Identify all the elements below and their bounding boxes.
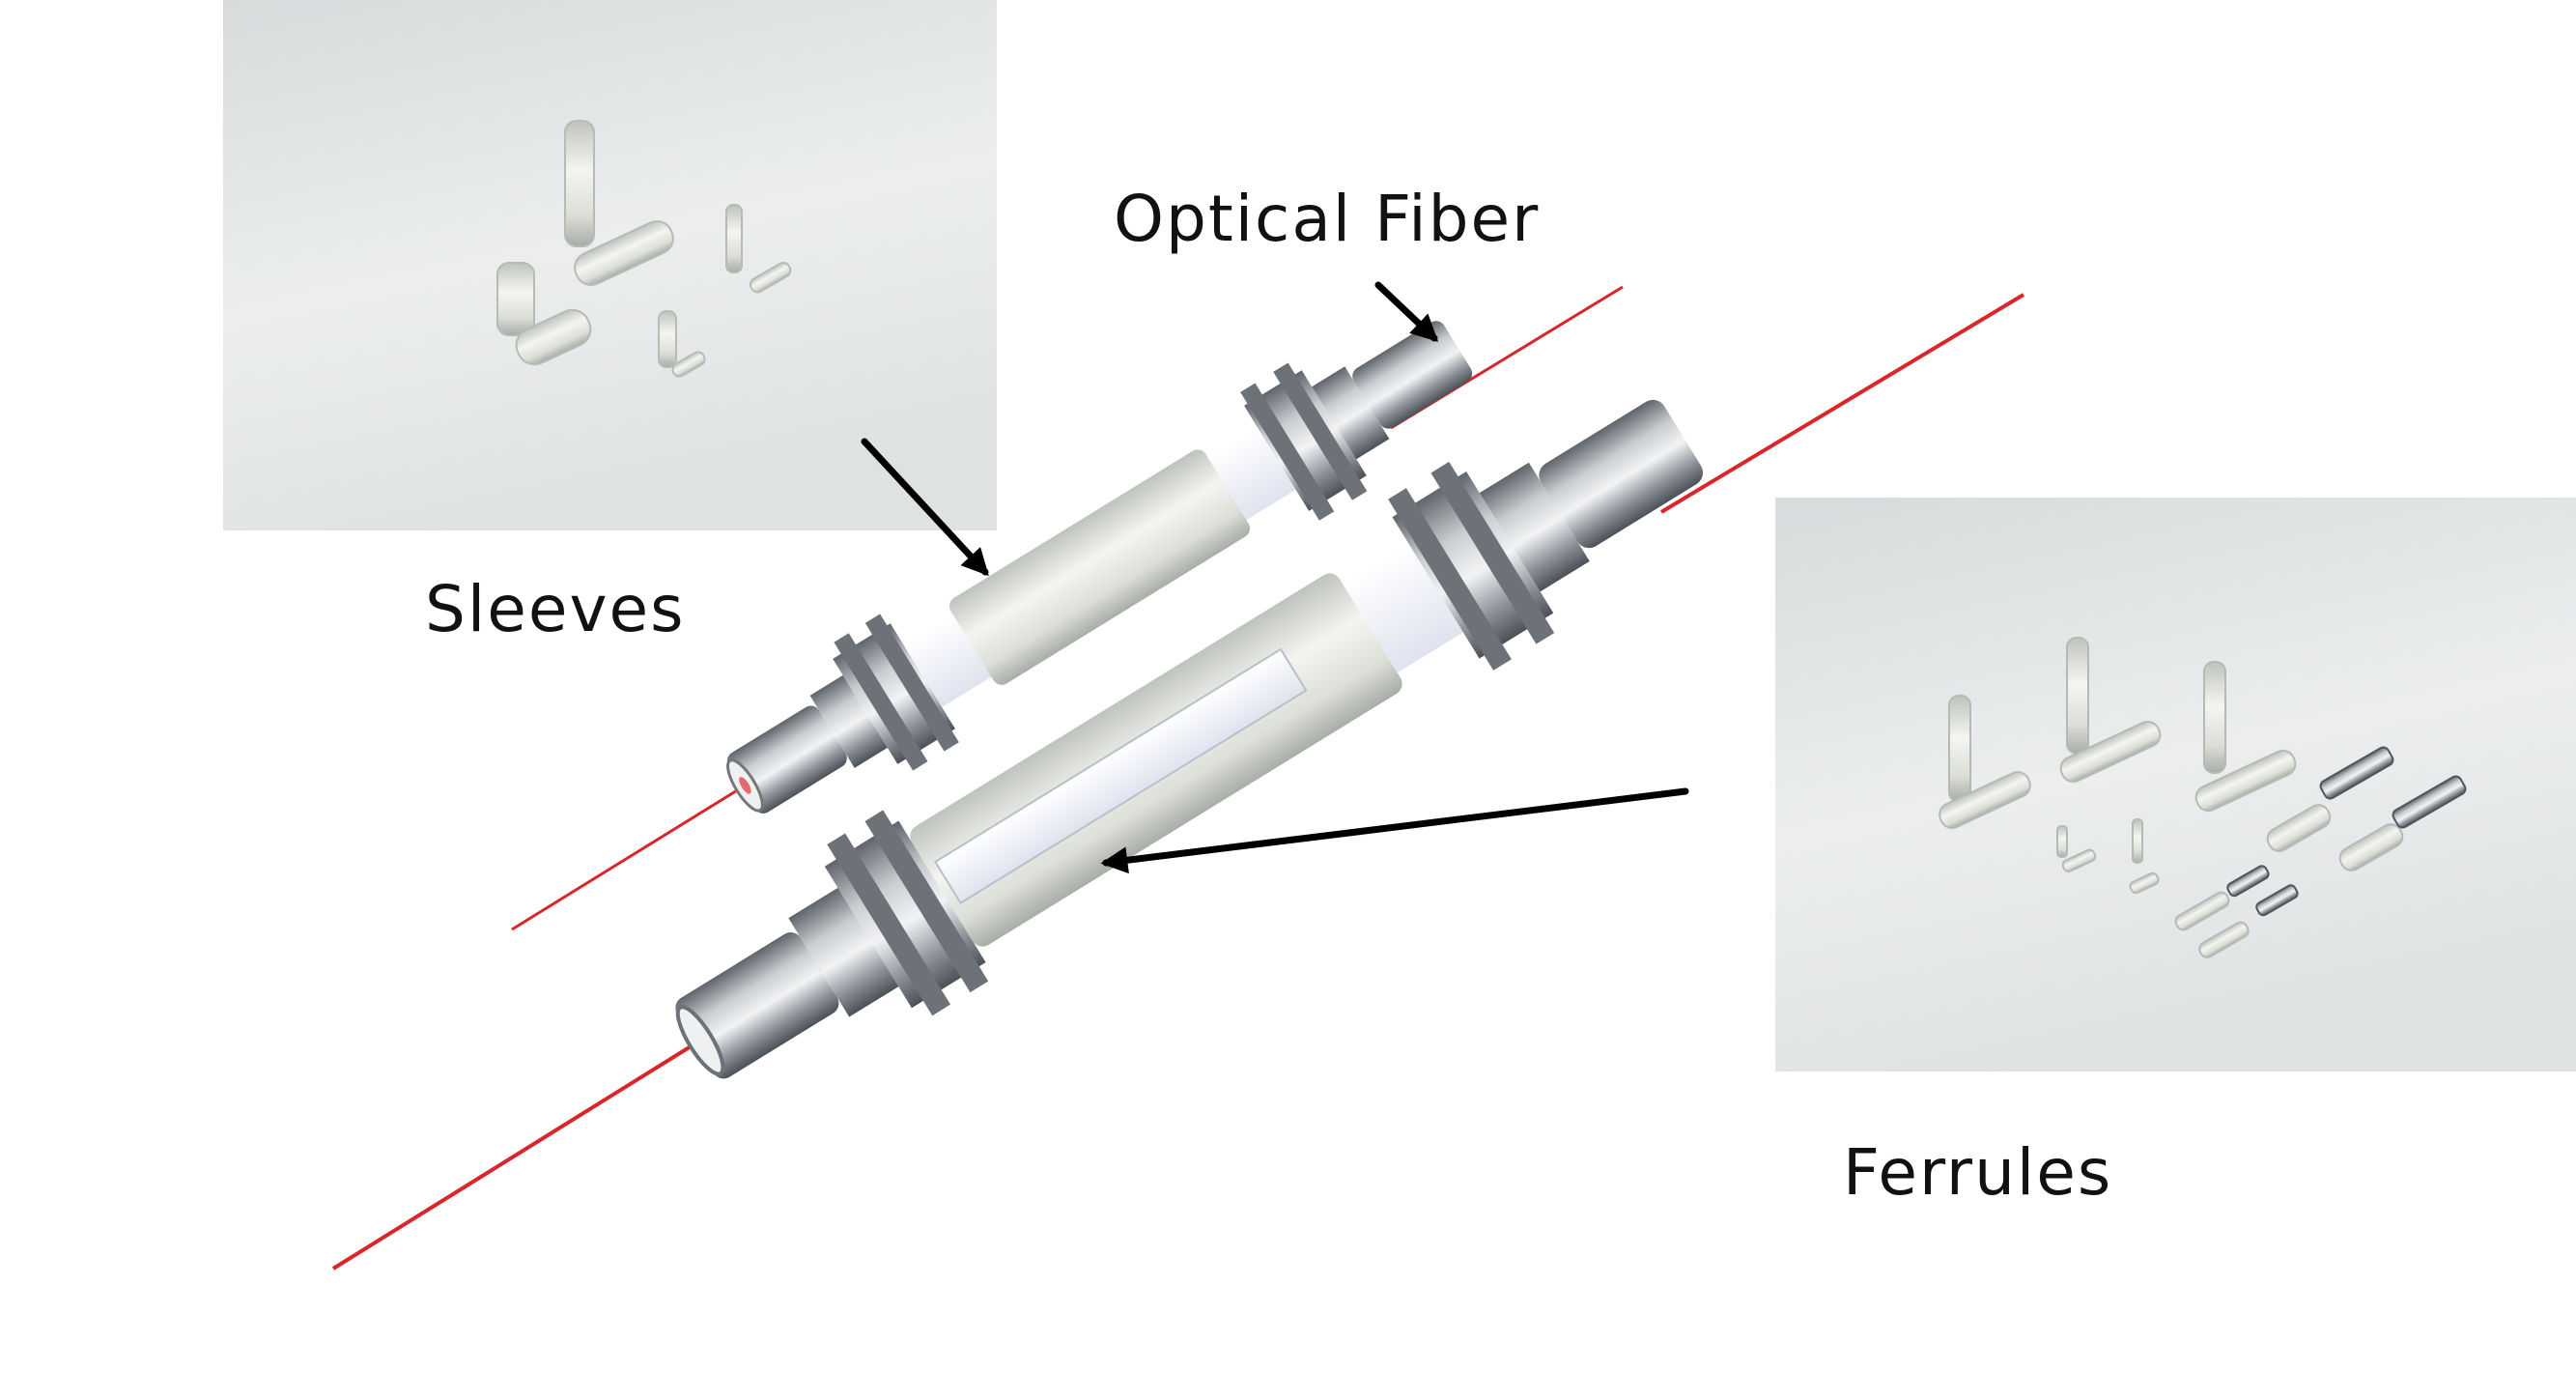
sleeves-photo xyxy=(223,0,997,530)
ferrules-photo xyxy=(1775,498,2576,1071)
arrow-sleeves xyxy=(861,438,989,577)
sleeves-label: Sleeves xyxy=(425,572,686,646)
ferrules-label: Ferrules xyxy=(1843,1135,2113,1210)
arrows xyxy=(861,281,1689,874)
optical-fiber-label: Optical Fiber xyxy=(1114,182,1541,256)
cutaway-connector xyxy=(675,399,1704,1079)
arrow-ferrules xyxy=(1100,787,1689,874)
connector-assembly xyxy=(726,321,1473,814)
arrow-optical-fiber xyxy=(1374,281,1439,342)
